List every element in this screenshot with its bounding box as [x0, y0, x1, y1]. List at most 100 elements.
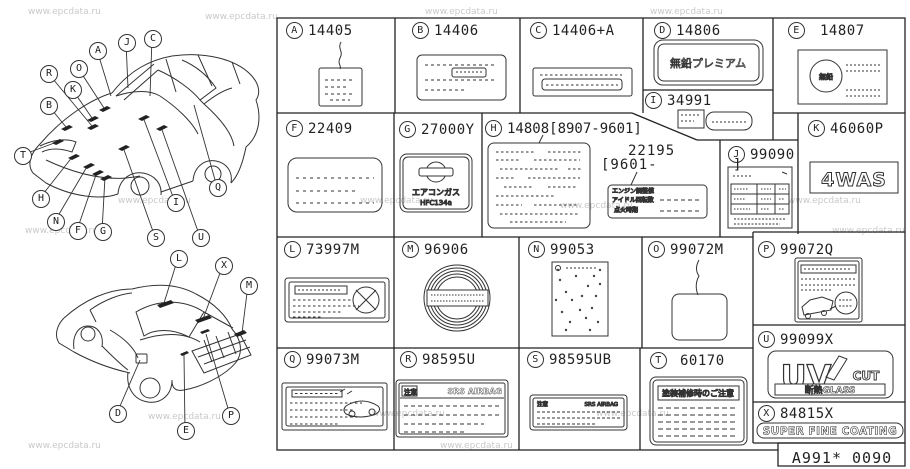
callout-front-j[interactable]: J	[118, 34, 136, 52]
label-sketch-k: 4WAS	[809, 161, 899, 194]
svg-text:www.epcdata.ru: www.epcdata.ru	[28, 441, 101, 451]
cell-k-header[interactable]: K 46060P	[808, 120, 884, 137]
engine-label-row1: アイドル回転数	[612, 196, 654, 204]
cell-h-header[interactable]: H 14808[8907-9601]	[485, 120, 642, 137]
callout-front-s[interactable]: S	[147, 229, 165, 247]
callout-rear-m[interactable]: M	[240, 277, 258, 295]
cell-a-header[interactable]: A 14405	[286, 22, 353, 39]
callout-front-q[interactable]: Q	[209, 179, 227, 197]
cell-n-header[interactable]: N 99053	[528, 241, 595, 258]
callout-front-h[interactable]: H	[32, 190, 50, 208]
svg-text:www.epcdata.ru: www.epcdata.ru	[205, 12, 278, 22]
leader-lines-rear	[116, 257, 249, 431]
cell-l-letter: L	[284, 241, 301, 258]
cell-m-letter: M	[402, 241, 419, 258]
cell-r-code: 98595U	[422, 351, 476, 368]
cell-r-header[interactable]: R 98595U	[400, 351, 476, 368]
label-4was-logo: 4WAS	[821, 169, 887, 191]
label-d-text: 無鉛プレミアム	[670, 56, 746, 70]
callout-rear-d[interactable]: D	[109, 405, 127, 423]
callout-rear-l[interactable]: L	[170, 250, 188, 268]
cell-r-letter: R	[400, 351, 417, 368]
cell-q-letter: Q	[284, 351, 301, 368]
callout-rear-p[interactable]: P	[222, 407, 240, 425]
label-sketch-i	[677, 109, 753, 131]
cell-a-letter: A	[286, 22, 303, 39]
callout-front-u[interactable]: U	[192, 229, 210, 247]
h-sub-range: [9601- ]	[601, 157, 743, 173]
label-g-line1: エアコンガス	[412, 187, 460, 197]
callout-front-i[interactable]: I	[167, 194, 185, 212]
cell-g-header[interactable]: G 27000Y	[399, 121, 475, 138]
label-sketch-c	[532, 67, 633, 97]
cell-f-letter: F	[286, 120, 303, 137]
svg-text:www.epcdata.ru: www.epcdata.ru	[832, 226, 905, 236]
cell-e-header[interactable]: E 14807	[788, 22, 865, 39]
car-rear-three-quarter-view	[56, 284, 252, 403]
cell-m-header[interactable]: M 96906	[402, 241, 469, 258]
cell-q-header[interactable]: Q 99073M	[284, 351, 360, 368]
label-sketch-p	[794, 257, 863, 323]
cell-l-header[interactable]: L 73997M	[284, 241, 360, 258]
svg-text:www.epcdata.ru: www.epcdata.ru	[560, 201, 633, 211]
callout-rear-x[interactable]: X	[215, 257, 233, 275]
cell-s-header[interactable]: S 98595UB	[527, 351, 612, 368]
callout-front-a[interactable]: A	[89, 42, 107, 60]
cell-c-header[interactable]: C 14406+A	[530, 22, 615, 39]
cell-i-header[interactable]: I 34991	[645, 92, 712, 109]
callout-front-t[interactable]: T	[14, 147, 32, 165]
label-e-circle-text: 無鉛	[819, 72, 833, 81]
cell-t-code: 60170	[680, 352, 725, 369]
super-fine-coating-text: SUPER FINE COATING	[763, 426, 898, 438]
svg-text:www.epcdata.ru: www.epcdata.ru	[440, 441, 513, 451]
grid-lines	[276, 17, 906, 467]
callout-front-r[interactable]: R	[40, 65, 58, 83]
uv-cut-text: CUT	[853, 369, 881, 383]
diagram-code: A991* 0090	[791, 449, 893, 467]
svg-text:www.epcdata.ru: www.epcdata.ru	[25, 226, 98, 236]
cell-j-header[interactable]: J 99090	[728, 146, 795, 163]
cell-x-letter: X	[758, 405, 775, 422]
leader-lines-front	[21, 37, 218, 238]
engine-label-title: エンジン調整値	[612, 187, 654, 195]
cell-o-header[interactable]: O 99072M	[648, 241, 724, 258]
location-marks-rear	[157, 300, 247, 356]
cell-d-letter: D	[654, 22, 671, 39]
label-sketch-o	[671, 259, 728, 341]
cell-f-code: 22409	[308, 120, 353, 137]
label-sketch-n	[551, 261, 609, 337]
callout-front-f[interactable]: F	[69, 222, 87, 240]
cell-f-header[interactable]: F 22409	[286, 120, 353, 137]
cell-t-letter: T	[650, 352, 667, 369]
cell-x-header[interactable]: X 84815X	[758, 405, 834, 422]
cell-t-header[interactable]: T 60170	[650, 352, 725, 369]
callout-front-o[interactable]: O	[70, 60, 88, 78]
cell-h-code: 14808[8907-9601]	[507, 120, 642, 137]
label-sketch-q	[281, 382, 388, 431]
callout-front-c[interactable]: C	[144, 30, 162, 48]
cell-p-header[interactable]: P 99072Q	[758, 241, 834, 258]
cell-g-code: 27000Y	[421, 121, 475, 138]
cell-u-header[interactable]: U 99099X	[758, 331, 834, 348]
cell-d-header[interactable]: D 14806	[654, 22, 721, 39]
label-sketch-d: 無鉛プレミアム	[653, 39, 764, 86]
callout-rear-e[interactable]: E	[177, 422, 195, 440]
label-g-line2: HFC134a	[420, 199, 452, 207]
cell-b-code: 14406	[434, 22, 479, 39]
callout-front-n[interactable]: N	[47, 213, 65, 231]
label-sketch-f	[287, 157, 383, 213]
label-sketch-s: 注意 SRS AIRBAG	[529, 394, 628, 431]
cell-q-code: 99073M	[306, 351, 360, 368]
cell-d-code: 14806	[676, 22, 721, 39]
label-sketch-h	[487, 134, 591, 229]
cell-c-code: 14406+A	[552, 22, 615, 39]
callout-front-b[interactable]: B	[40, 97, 58, 115]
cell-s-code: 98595UB	[549, 351, 612, 368]
uv-glass-text: 断熱GLASS	[805, 384, 856, 396]
h-sub-code[interactable]: 22195	[628, 143, 676, 159]
cell-b-header[interactable]: B 14406	[412, 22, 479, 39]
label-sketch-a	[318, 41, 363, 107]
label-sketch-j	[727, 166, 793, 229]
callout-front-k[interactable]: K	[64, 81, 82, 99]
callout-front-g[interactable]: G	[94, 223, 112, 241]
